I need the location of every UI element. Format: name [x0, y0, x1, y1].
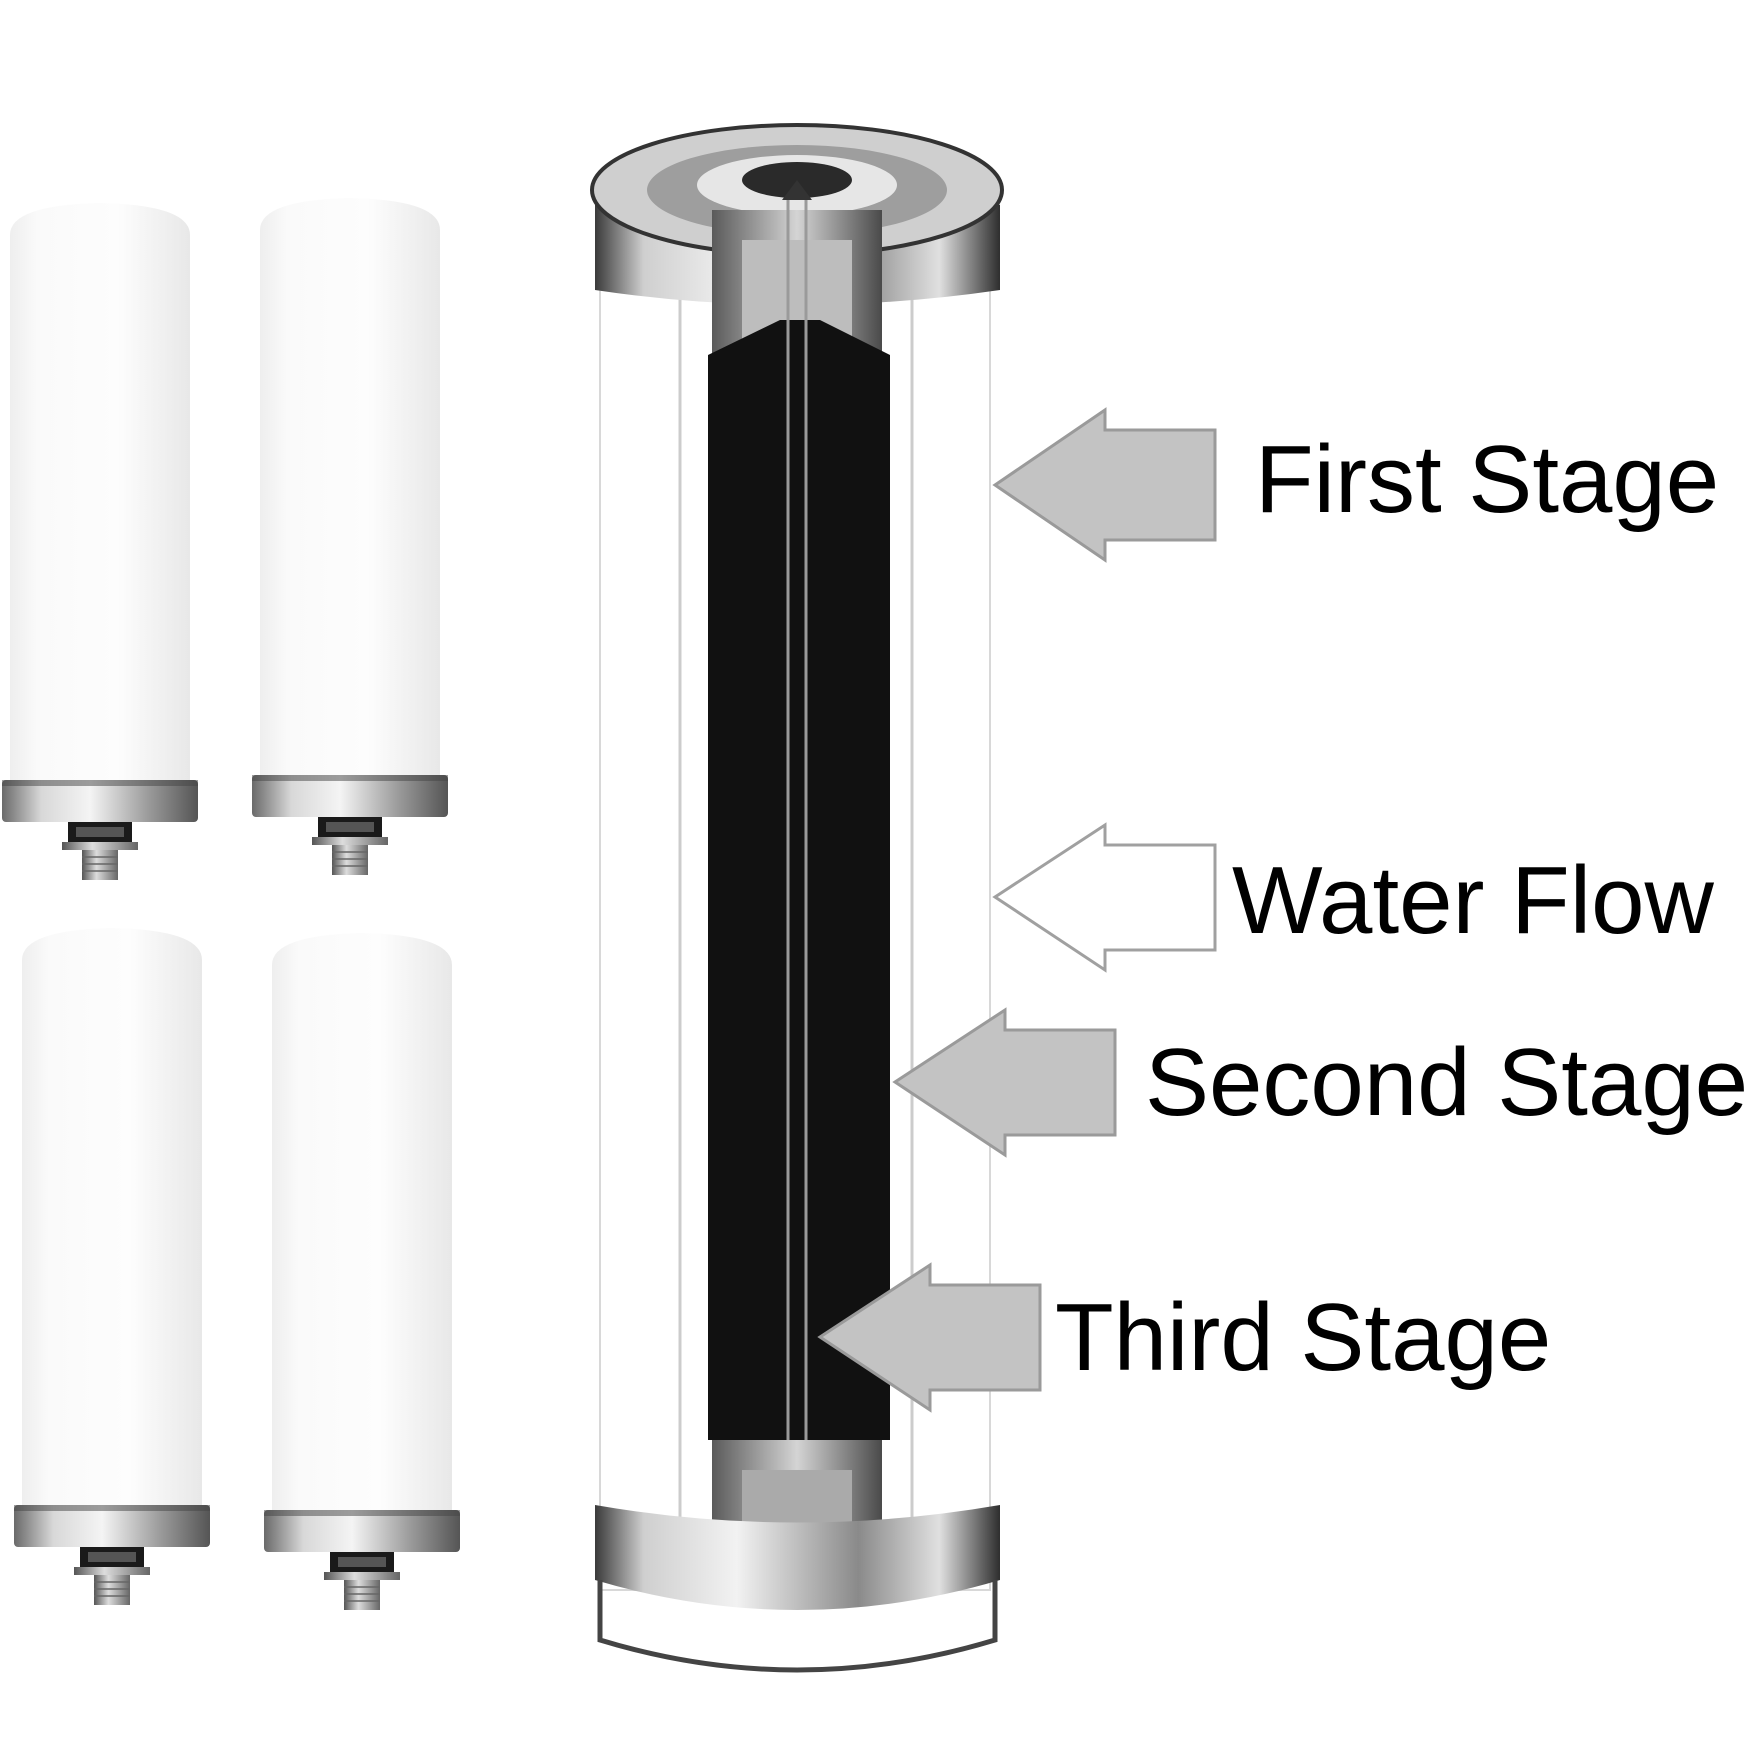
first-stage-label: First Stage — [1255, 426, 1720, 533]
second-stage-arrow-icon — [892, 1007, 1117, 1158]
water-flow-label: Water Flow — [1232, 847, 1714, 954]
third-stage-label: Third Stage — [1055, 1284, 1552, 1391]
first-stage-arrow-icon — [992, 407, 1217, 563]
third-stage-arrow-icon — [817, 1262, 1042, 1413]
second-stage-label: Second Stage — [1145, 1029, 1744, 1136]
water-flow-arrow-icon — [992, 822, 1217, 973]
